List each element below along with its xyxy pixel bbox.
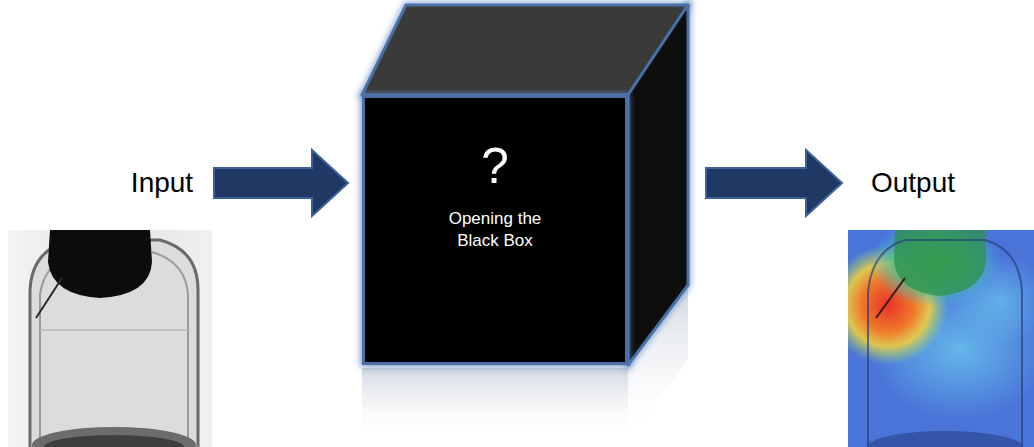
black-box: ? Opening the Black Box bbox=[362, 95, 628, 365]
heatmap-photo bbox=[848, 230, 1034, 447]
box-title: Opening the Black Box bbox=[435, 208, 555, 252]
vial-photo bbox=[8, 230, 212, 447]
flow-label: Output bbox=[871, 166, 955, 200]
cube-reflection bbox=[362, 368, 628, 440]
block-arrow bbox=[214, 150, 348, 216]
block-arrow bbox=[706, 150, 842, 216]
cube-side bbox=[628, 5, 688, 365]
question-mark: ? bbox=[481, 136, 509, 196]
flow-label: Input bbox=[131, 166, 193, 200]
